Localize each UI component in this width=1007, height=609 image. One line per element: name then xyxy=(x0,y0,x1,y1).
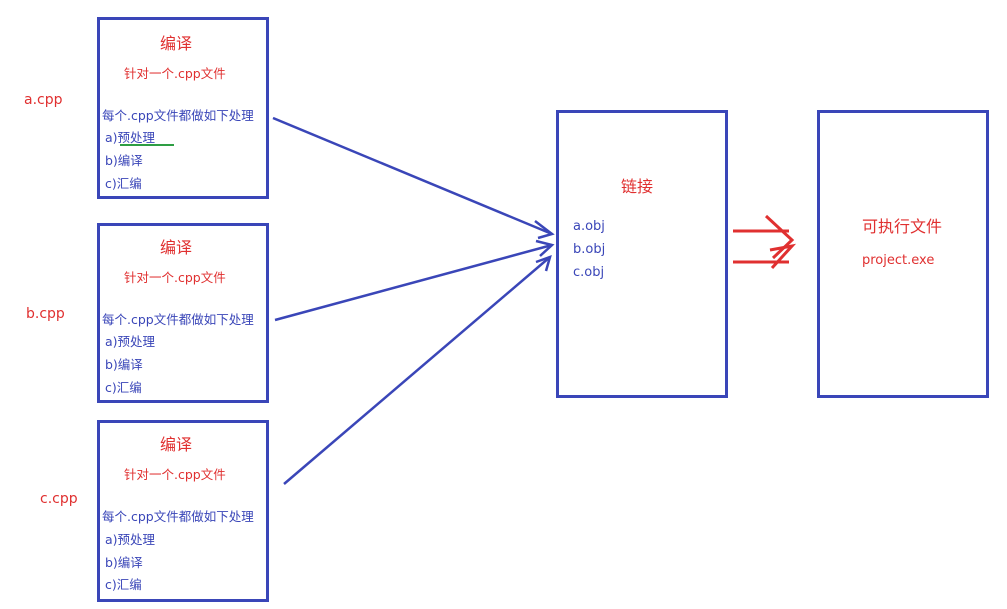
compile-step-assemble: c)汇编 xyxy=(105,176,142,191)
source-label-a: a.cpp xyxy=(24,92,63,108)
compile-step-preprocess: a)预处理 xyxy=(105,130,156,145)
compile-description: 每个.cpp文件都做如下处理 xyxy=(102,509,254,524)
compile-subtitle: 针对一个.cpp文件 xyxy=(124,467,226,482)
source-label-c: c.cpp xyxy=(40,491,78,507)
compile-box-c: 编译 针对一个.cpp文件 每个.cpp文件都做如下处理 a)预处理 b)编译 … xyxy=(97,420,269,602)
compile-step-assemble: c)汇编 xyxy=(105,577,142,592)
source-label-b: b.cpp xyxy=(26,306,65,322)
link-box: 链接 a.obj b.obj c.obj xyxy=(556,110,728,398)
output-title: 可执行文件 xyxy=(862,217,943,236)
output-filename: project.exe xyxy=(862,253,935,268)
compile-description: 每个.cpp文件都做如下处理 xyxy=(102,312,254,327)
compile-step-compile: b)编译 xyxy=(105,153,143,168)
arrow-c-to-link xyxy=(283,255,552,485)
link-title: 链接 xyxy=(621,177,654,196)
compile-step-assemble: c)汇编 xyxy=(105,380,142,395)
compile-step-preprocess: a)预处理 xyxy=(105,334,156,349)
compile-step-preprocess: a)预处理 xyxy=(105,532,156,547)
arrow-link-to-output xyxy=(733,214,797,270)
arrow-a-to-link xyxy=(272,116,555,240)
compile-title: 编译 xyxy=(160,34,193,53)
compile-title: 编译 xyxy=(160,435,193,454)
compile-subtitle: 针对一个.cpp文件 xyxy=(124,66,226,81)
compile-step-compile: b)编译 xyxy=(105,357,143,372)
compile-subtitle: 针对一个.cpp文件 xyxy=(124,270,226,285)
compile-box-b: 编译 针对一个.cpp文件 每个.cpp文件都做如下处理 a)预处理 b)编译 … xyxy=(97,223,269,403)
compile-step-compile: b)编译 xyxy=(105,555,143,570)
output-box: 可执行文件 project.exe xyxy=(817,110,989,398)
object-file-b: b.obj xyxy=(573,242,606,257)
object-file-a: a.obj xyxy=(573,219,605,234)
compile-box-a: 编译 针对一个.cpp文件 每个.cpp文件都做如下处理 a)预处理 b)编译 … xyxy=(97,17,269,199)
compile-title: 编译 xyxy=(160,238,193,257)
compile-description: 每个.cpp文件都做如下处理 xyxy=(102,108,254,123)
object-file-c: c.obj xyxy=(573,265,605,280)
arrow-b-to-link xyxy=(274,239,555,322)
